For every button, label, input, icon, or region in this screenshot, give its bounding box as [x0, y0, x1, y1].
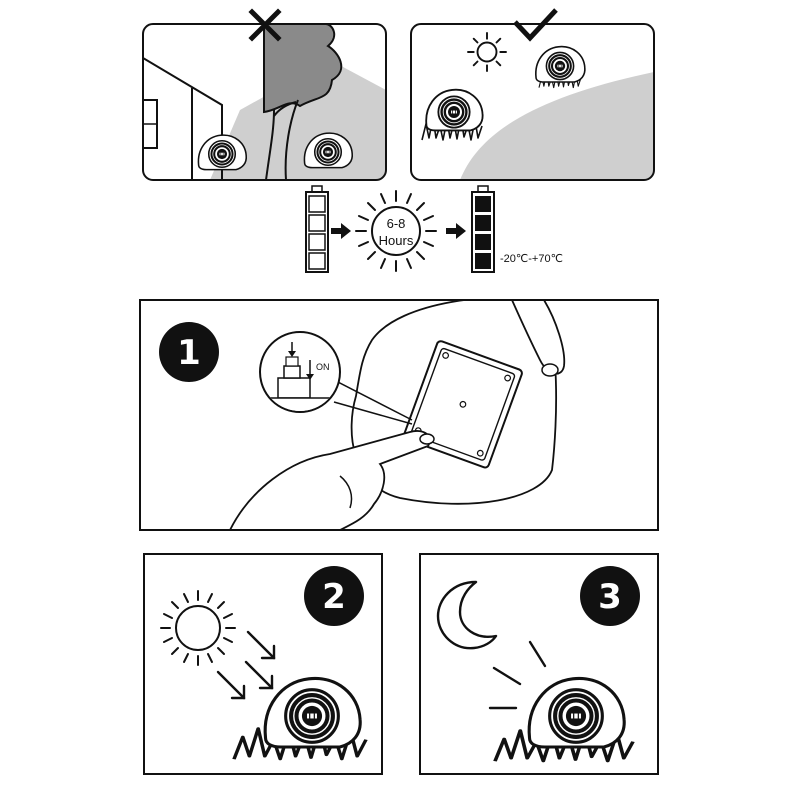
- light-rays: [488, 640, 547, 710]
- battery-icon: [305, 185, 329, 273]
- arrow-right-icon: [446, 223, 466, 239]
- arrow-icon: [216, 670, 246, 700]
- check-icon: [513, 8, 558, 42]
- temperature-range: -20℃-+70℃: [500, 253, 563, 265]
- switch-detail: ON: [259, 331, 413, 425]
- hand-icon: [229, 300, 566, 530]
- step-3-badge: 3: [580, 566, 640, 626]
- step-2-number: 2: [322, 577, 346, 617]
- cross-icon: [248, 8, 282, 42]
- step-1-badge: 1: [159, 322, 219, 382]
- sun-icon: [355, 190, 437, 272]
- panel-wrong-placement: [142, 8, 387, 181]
- moon-icon: [436, 580, 498, 650]
- battery-icon: [471, 185, 495, 273]
- step-2-panel: 2: [143, 553, 383, 775]
- step-3-panel: 3: [419, 553, 659, 775]
- sun-icon: [467, 32, 507, 72]
- switch-on-label: ON: [316, 362, 330, 372]
- charge-duration-value: 6-8: [387, 216, 406, 231]
- tree: [263, 24, 343, 180]
- charge-duration-unit: Hours: [379, 233, 414, 248]
- step-2-badge: 2: [304, 566, 364, 626]
- step-1-number: 1: [177, 333, 201, 373]
- arrow-right-icon: [331, 223, 351, 239]
- step-1-panel: 1 ON: [139, 299, 659, 531]
- panel-correct-placement: [410, 8, 655, 181]
- sun-icon: [160, 590, 236, 666]
- arrow-icon: [244, 660, 274, 690]
- sunlight-arrows: [216, 630, 276, 700]
- step-3-number: 3: [598, 577, 622, 617]
- charging-row: 6-8 Hours -20℃-+70℃: [305, 185, 563, 273]
- arrow-icon: [246, 630, 276, 660]
